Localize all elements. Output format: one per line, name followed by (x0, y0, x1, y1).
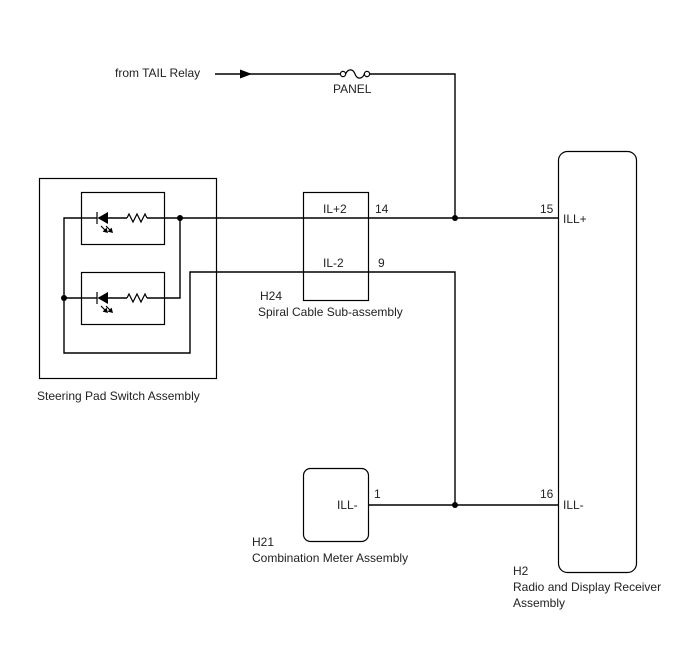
led-2-light-arrows-icon (100, 305, 113, 313)
radio-receiver-pin-16: 16 (540, 487, 554, 501)
combination-meter-terminal-ill-minus: ILL- (337, 498, 358, 512)
spiral-cable-name: Spiral Cable Sub-assembly (258, 305, 403, 319)
led-2-resistor-icon (126, 292, 148, 304)
junction-dot-ill-plus (452, 215, 458, 221)
spiral-cable-pin-14: 14 (375, 202, 389, 216)
combination-meter-name: Combination Meter Assembly (252, 551, 408, 565)
spiral-cable-terminal-il-minus-2: IL-2 (323, 256, 344, 270)
radio-receiver-pin-15: 15 (540, 202, 554, 216)
led-1-resistor-icon (126, 212, 148, 224)
switch-led2-feed-wire (164, 218, 181, 299)
spiral-cable-connector (302, 191, 370, 302)
radio-receiver-connector (557, 150, 638, 574)
fuse-to-junction-wire (369, 73, 456, 218)
radio-receiver-terminal-ill-plus: ILL+ (563, 212, 587, 226)
led-module-1 (80, 191, 166, 246)
supply-arrow-icon (240, 69, 252, 79)
steering-pad-switch-name: Steering Pad Switch Assembly (37, 389, 200, 403)
radio-receiver-name-line-1: Radio and Display Receiver (513, 580, 661, 594)
junction-dot-led-feed (177, 215, 183, 221)
radio-receiver-name-line-2: Assembly (513, 596, 565, 610)
junction-dot-ill-minus (452, 502, 458, 508)
combination-meter-pin-1: 1 (374, 487, 381, 501)
radio-receiver-terminal-ill-minus: ILL- (563, 498, 584, 512)
source-label: from TAIL Relay (115, 66, 200, 80)
combination-meter-connector (302, 467, 370, 543)
spiral-cable-pin-9: 9 (378, 256, 385, 270)
combination-meter-connector-id: H21 (252, 535, 274, 549)
steering-pad-switch-outline (38, 177, 218, 380)
spiral-cable-terminal-il-plus-2: IL+2 (323, 202, 347, 216)
switch-internal-ground-loop (63, 217, 456, 505)
led-1-diode-icon (97, 212, 108, 224)
led-2-diode-icon (97, 292, 108, 304)
led-module-2 (80, 271, 166, 326)
radio-receiver-connector-id: H2 (513, 564, 529, 578)
junction-dot-led-ground (61, 295, 67, 301)
fuse-label: PANEL (333, 82, 372, 96)
spiral-cable-connector-id: H24 (260, 289, 282, 303)
panel-fuse-icon (339, 69, 371, 79)
led-1-light-arrows-icon (100, 225, 113, 233)
